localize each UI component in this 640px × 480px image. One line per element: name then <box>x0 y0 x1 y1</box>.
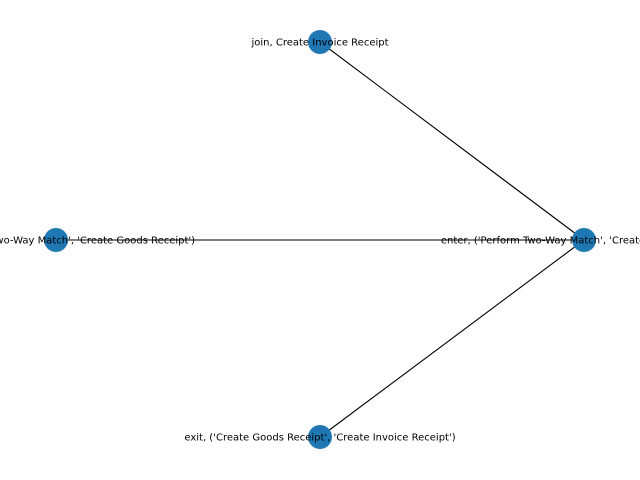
node-join-create-invoice-receipt <box>308 30 332 54</box>
node-label-right: enter, ('Perform Two-Way Match', 'Create… <box>441 236 640 247</box>
edge-exit-to-enter <box>319 239 585 438</box>
edge-join-to-enter <box>319 41 585 241</box>
node-exit-left <box>44 228 68 252</box>
node-label-join: join, Create Invoice Receipt <box>250 38 388 49</box>
node-label-left: exit, ('Perform Two-Way Match', 'Create … <box>0 236 195 247</box>
node-exit-goods-invoice <box>308 425 332 449</box>
node-enter-right <box>572 228 596 252</box>
node-label-exit: exit, ('Create Goods Receipt', 'Create I… <box>184 433 455 444</box>
